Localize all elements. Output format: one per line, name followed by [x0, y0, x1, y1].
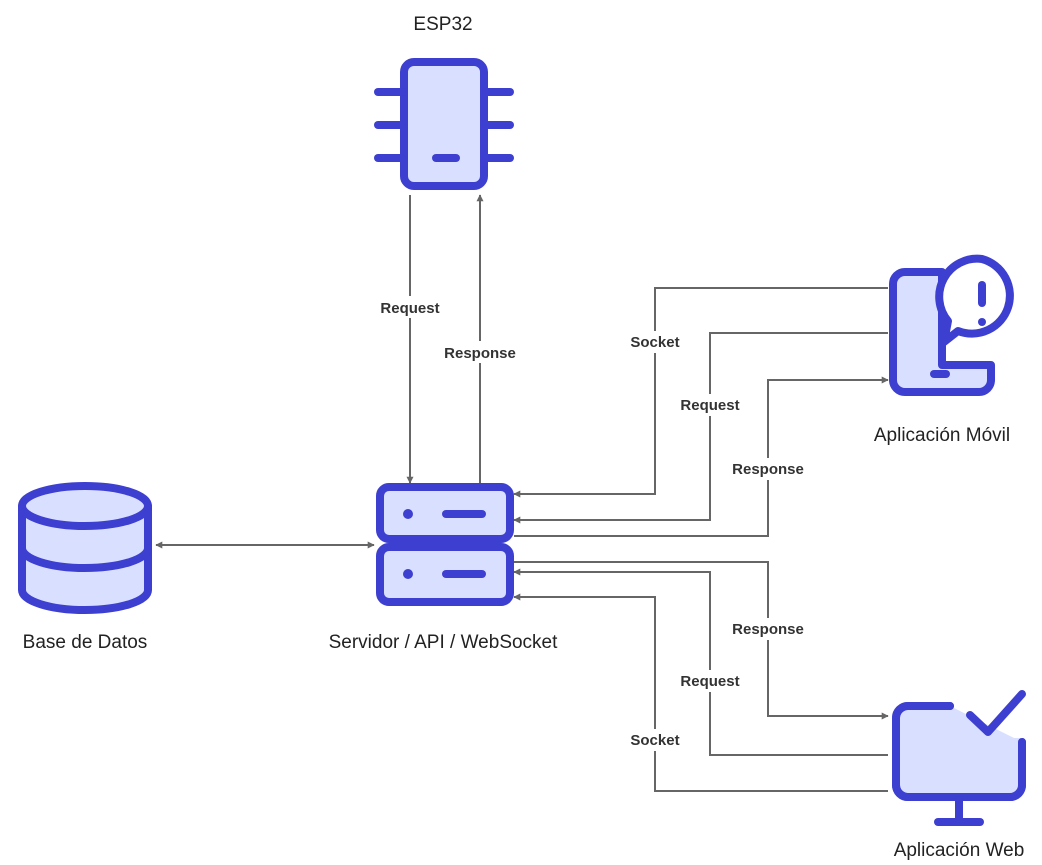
edge-web-response — [514, 561, 889, 720]
node-mobile: Aplicación Móvil — [874, 254, 1014, 446]
edge-label-esp-response: Response — [444, 345, 516, 362]
edge-label-mobile-response: Response — [732, 461, 804, 478]
edge-mobile-request — [513, 332, 888, 524]
node-server: Servidor / API / WebSocket — [329, 483, 559, 653]
edge-label-esp-request: Request — [380, 300, 439, 317]
node-label-database: Base de Datos — [23, 632, 148, 653]
node-database: Base de Datos — [18, 482, 152, 653]
edge-web-socket — [513, 593, 888, 792]
database-icon — [18, 482, 152, 614]
node-label-mobile: Aplicación Móvil — [874, 425, 1010, 446]
edge-label-web-response: Response — [732, 621, 804, 638]
edge-mobile-socket — [513, 287, 888, 498]
node-label-esp32: ESP32 — [413, 14, 472, 35]
edge-web-request — [513, 568, 888, 756]
edge-label-web-socket: Socket — [630, 732, 679, 749]
node-web: Aplicación Web — [892, 690, 1026, 861]
edge-label-group: Request Response Socket Request Response… — [370, 296, 814, 751]
monitor-check-icon — [892, 690, 1026, 826]
chip-icon — [374, 58, 514, 190]
node-label-server: Servidor / API / WebSocket — [329, 632, 559, 653]
edge-label-mobile-request: Request — [680, 397, 739, 414]
node-label-web: Aplicación Web — [894, 840, 1025, 861]
node-esp32: ESP32 — [374, 14, 514, 190]
edge-label-mobile-socket: Socket — [630, 334, 679, 351]
edge-label-web-request: Request — [680, 673, 739, 690]
mobile-alert-icon — [889, 254, 1014, 396]
server-icon — [376, 483, 514, 606]
